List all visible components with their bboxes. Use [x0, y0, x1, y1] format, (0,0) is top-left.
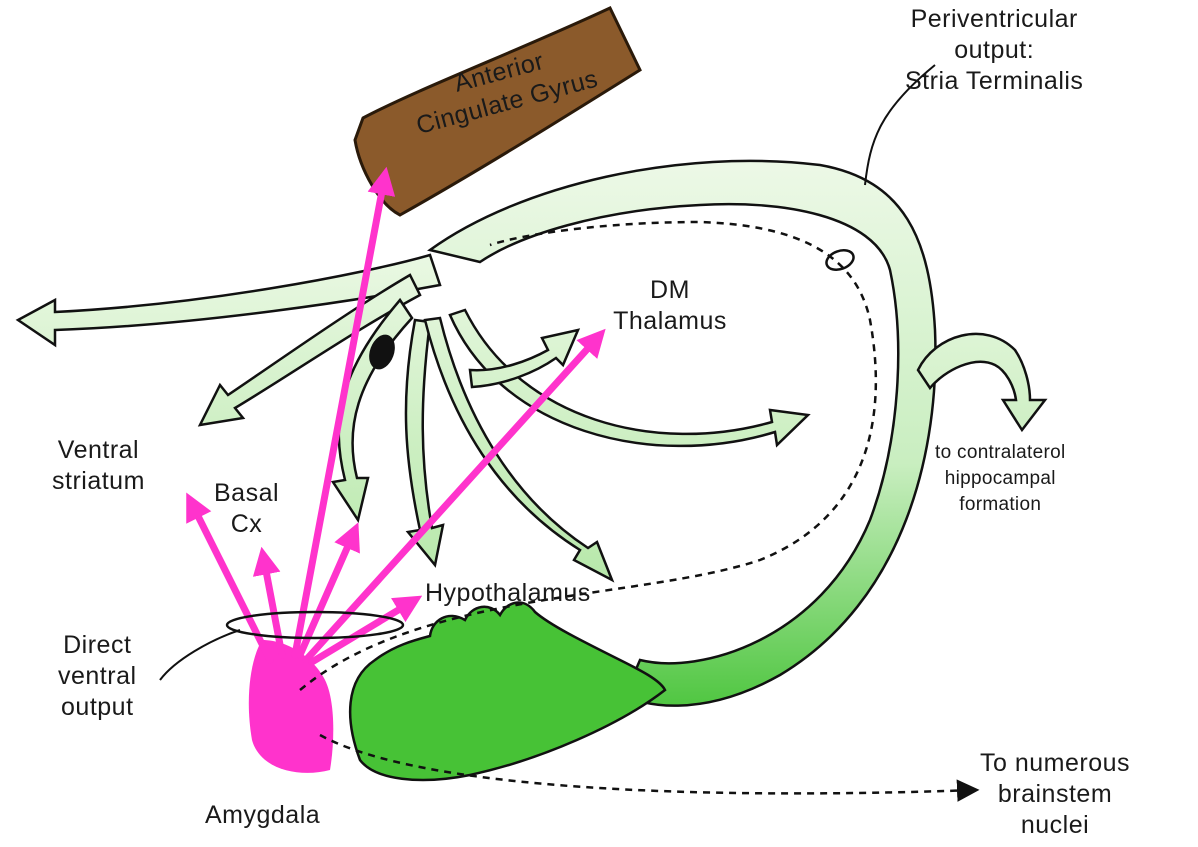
brainstem-label: To numerous brainstem nuclei — [980, 748, 1130, 841]
contralateral-label: to contralaterol hippocampal formation — [935, 440, 1065, 518]
contralateral-line-2: hippocampal — [935, 466, 1065, 492]
direct-ventral-label: Direct ventral output — [58, 630, 137, 723]
basal-cx-line-2: Cx — [214, 509, 279, 540]
ventral-striatum-line-1: Ventral — [52, 435, 145, 466]
brainstem-line-2: brainstem — [980, 779, 1130, 810]
basal-cx-label: Basal Cx — [214, 478, 279, 540]
periventricular-line-1: Periventricular — [905, 4, 1083, 35]
ventral-striatum-label: Ventral striatum — [52, 435, 145, 497]
periventricular-label: Periventricular output: Stria Terminalis — [905, 4, 1083, 97]
basal-cx-line-1: Basal — [214, 478, 279, 509]
amygdala-label: Amygdala — [205, 800, 320, 831]
brainstem-line-1: To numerous — [980, 748, 1130, 779]
direct-output-leader — [160, 630, 240, 680]
periventricular-line-3: Stria Terminalis — [905, 66, 1083, 97]
contralateral-branch — [918, 334, 1045, 430]
contralateral-line-1: to contralaterol — [935, 440, 1065, 466]
dm-thalamus-line-2: Thalamus — [590, 306, 750, 337]
direct-ventral-line-3: output — [58, 692, 137, 723]
stria-terminalis-loop — [824, 247, 856, 273]
contralateral-line-3: formation — [935, 492, 1065, 518]
dm-thalamus-label: DM Thalamus — [590, 275, 750, 337]
direct-ventral-line-2: ventral — [58, 661, 137, 692]
dm-thalamus-line-1: DM — [590, 275, 750, 306]
hypothalamus-label: Hypothalamus — [425, 578, 591, 609]
periventricular-line-2: output: — [905, 35, 1083, 66]
ventral-striatum-line-2: striatum — [52, 466, 145, 497]
brainstem-line-3: nuclei — [980, 810, 1130, 841]
direct-ventral-line-1: Direct — [58, 630, 137, 661]
